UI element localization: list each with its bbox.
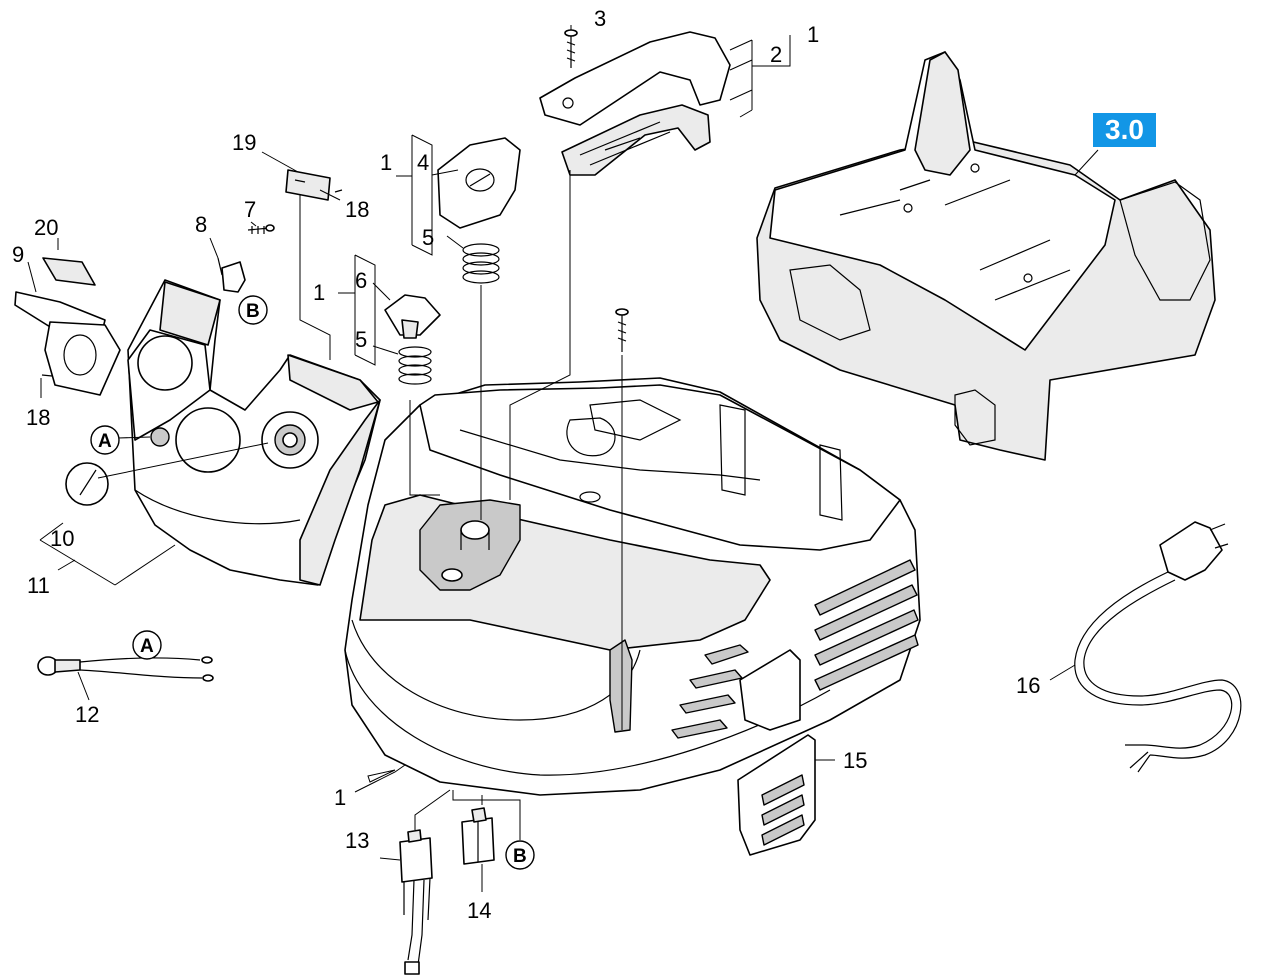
- svg-text:B: B: [246, 301, 260, 322]
- callout-1: 1: [807, 22, 819, 47]
- svg-text:B: B: [513, 846, 527, 867]
- badge-b: B: [238, 295, 268, 325]
- plug-connector: [461, 807, 495, 865]
- badge-b: B: [505, 840, 535, 870]
- knob-assembly: [437, 137, 521, 284]
- callout-1: 1: [380, 150, 392, 175]
- subassembly-tray: [756, 51, 1216, 461]
- callout-11: 11: [27, 573, 50, 598]
- callout-7: 7: [244, 197, 256, 222]
- callout-1: 1: [313, 280, 325, 305]
- subassembly-label: 3.0: [1093, 113, 1156, 147]
- vent-cover: [737, 734, 816, 856]
- callout-13: 13: [345, 828, 369, 853]
- callout-15: 15: [843, 748, 867, 773]
- leader-lines: [27, 25, 1099, 892]
- callout-10: 10: [50, 526, 74, 551]
- rating-plate: [285, 169, 343, 201]
- main-housing: [344, 377, 921, 796]
- spring-upper: [462, 243, 500, 284]
- svg-text:A: A: [98, 431, 112, 452]
- callout-4: 4: [417, 150, 429, 175]
- svg-text:A: A: [140, 636, 154, 657]
- callout-2: 2: [770, 42, 782, 67]
- callout-18: 18: [345, 197, 369, 222]
- valve-assembly: [384, 294, 441, 385]
- handle-assembly: [539, 31, 731, 176]
- callout-12: 12: [75, 702, 99, 727]
- callout-20: 20: [34, 215, 58, 240]
- callout-5: 5: [422, 225, 434, 250]
- reference-badges: A A B B: [90, 295, 535, 870]
- side-panel: [127, 279, 381, 586]
- callout-1: 1: [334, 785, 346, 810]
- callout-5: 5: [355, 327, 367, 352]
- callout-16: 16: [1016, 673, 1040, 698]
- vent-slots-left: [671, 644, 749, 739]
- badge-a: A: [132, 630, 162, 660]
- callout-3: 3: [594, 6, 606, 31]
- callout-8: 8: [195, 212, 207, 237]
- callouts: 1 2 3 19 18 1 4 5 8 7 20 9 1 6 5 18 10 1…: [12, 6, 1040, 923]
- callout-19: 19: [232, 130, 256, 155]
- callout-18: 18: [26, 405, 50, 430]
- outlet-socket: [14, 257, 121, 396]
- indicator-lamp: [37, 656, 214, 682]
- callout-14: 14: [467, 898, 491, 923]
- screw-mid: [615, 308, 629, 352]
- callout-9: 9: [12, 242, 24, 267]
- switch-button: [217, 224, 275, 293]
- callout-6: 6: [355, 268, 367, 293]
- badge-a: A: [90, 425, 120, 455]
- screw-top: [564, 29, 578, 68]
- wire-connector: [399, 829, 433, 975]
- vent-slots-right: [814, 559, 919, 691]
- power-cord: [1074, 521, 1242, 773]
- rotary-knob: [65, 462, 109, 506]
